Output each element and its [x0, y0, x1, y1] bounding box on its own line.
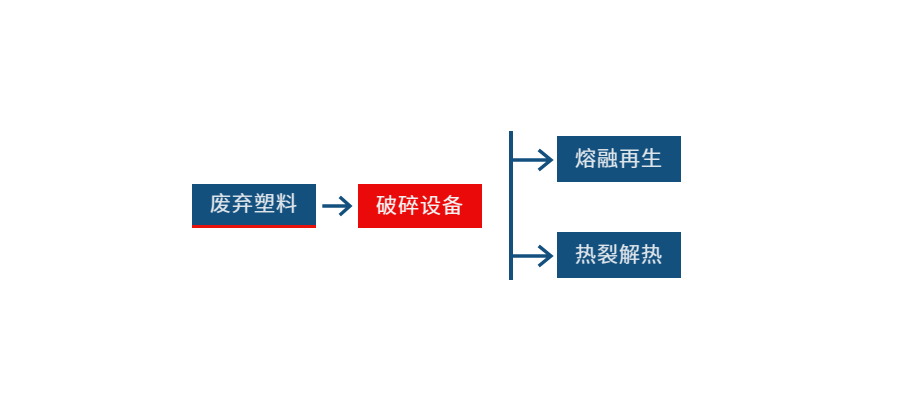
- branch-bracket-connector: [506, 128, 564, 283]
- flow-node-pyrolysis-heat[interactable]: 热裂解热: [557, 232, 681, 278]
- flow-node-crushing-equipment[interactable]: 破碎设备: [358, 184, 482, 228]
- flow-node-waste-plastic-label: 废弃塑料: [210, 193, 298, 216]
- flow-node-melt-regeneration[interactable]: 熔融再生: [557, 136, 681, 182]
- flow-node-pyrolysis-heat-label: 热裂解热: [575, 243, 663, 267]
- arrow-right-icon: [322, 190, 356, 222]
- flow-node-crushing-equipment-label: 破碎设备: [376, 194, 464, 218]
- flow-node-melt-regeneration-label: 熔融再生: [575, 147, 663, 171]
- flow-node-waste-plastic[interactable]: 废弃塑料: [192, 184, 316, 228]
- branch-arrow-bottom-icon: [509, 244, 554, 268]
- branch-arrow-top-icon: [509, 148, 554, 172]
